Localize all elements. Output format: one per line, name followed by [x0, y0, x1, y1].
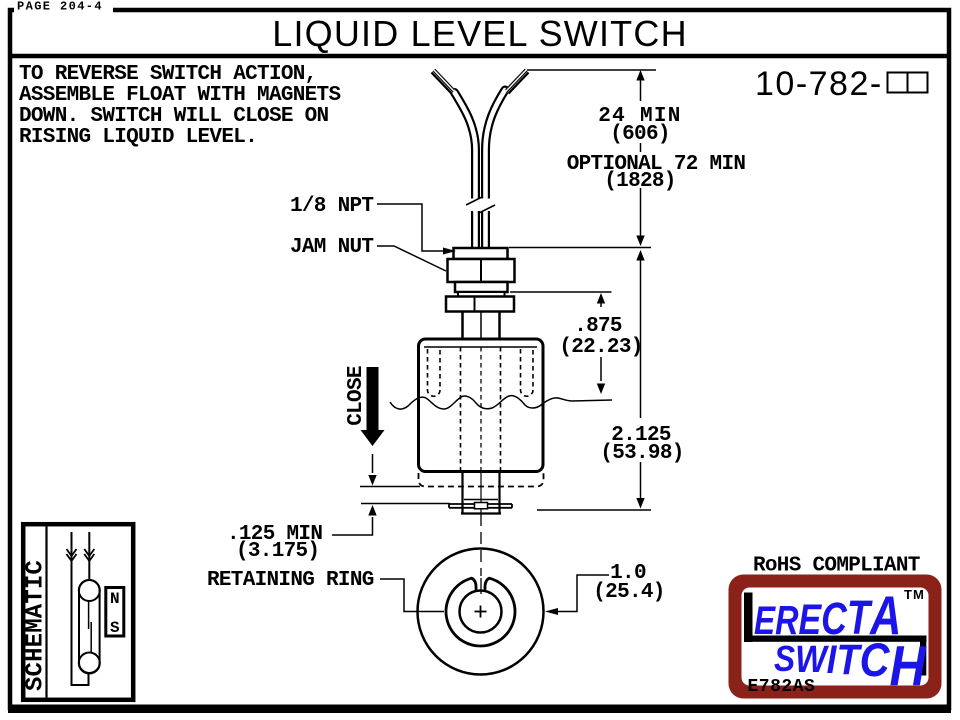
svg-text:OPTIONAL 72 MIN: OPTIONAL 72 MIN [567, 153, 746, 176]
svg-text:(606): (606) [610, 123, 670, 146]
svg-text:1.0: 1.0 [610, 562, 646, 585]
svg-text:2.125: 2.125 [611, 424, 671, 447]
svg-text:(3.175): (3.175) [236, 540, 319, 563]
svg-text:S: S [110, 619, 120, 637]
svg-text:E782AS: E782AS [748, 677, 816, 697]
svg-text:.125 MIN: .125 MIN [227, 523, 322, 546]
svg-text:JAM NUT: JAM NUT [290, 236, 373, 259]
svg-text:(25.4): (25.4) [593, 581, 664, 604]
svg-text:RETAINING RING: RETAINING RING [207, 569, 374, 592]
svg-text:10-782-: 10-782- [755, 65, 883, 103]
svg-text:(1828): (1828) [604, 170, 675, 193]
svg-text:RoHS COMPLIANT: RoHS COMPLIANT [753, 555, 920, 578]
svg-text:LIQUID LEVEL SWITCH: LIQUID LEVEL SWITCH [272, 13, 688, 54]
svg-text:SCHEMATIC: SCHEMATIC [23, 560, 50, 691]
svg-text:N: N [110, 590, 120, 608]
svg-text:ASSEMBLE FLOAT WITH MAGNETS: ASSEMBLE FLOAT WITH MAGNETS [19, 84, 340, 107]
svg-text:ERECTA: ERECTA [754, 584, 901, 646]
svg-text:DOWN. SWITCH WILL CLOSE ON: DOWN. SWITCH WILL CLOSE ON [19, 105, 329, 128]
svg-text:24 MIN: 24 MIN [598, 105, 681, 128]
svg-text:SWITCH: SWITCH [774, 634, 927, 698]
svg-text:TM: TM [904, 587, 925, 602]
svg-text:PAGE 204-4: PAGE 204-4 [17, 0, 103, 14]
svg-text:(53.98): (53.98) [600, 442, 683, 465]
svg-text:CLOSE: CLOSE [345, 366, 368, 426]
svg-text:RISING LIQUID LEVEL.: RISING LIQUID LEVEL. [19, 126, 257, 149]
svg-text:(22.23): (22.23) [559, 336, 642, 359]
svg-text:TO REVERSE SWITCH ACTION,: TO REVERSE SWITCH ACTION, [19, 63, 317, 86]
svg-text:1/8 NPT: 1/8 NPT [290, 195, 373, 218]
svg-text:.875: .875 [574, 315, 622, 338]
